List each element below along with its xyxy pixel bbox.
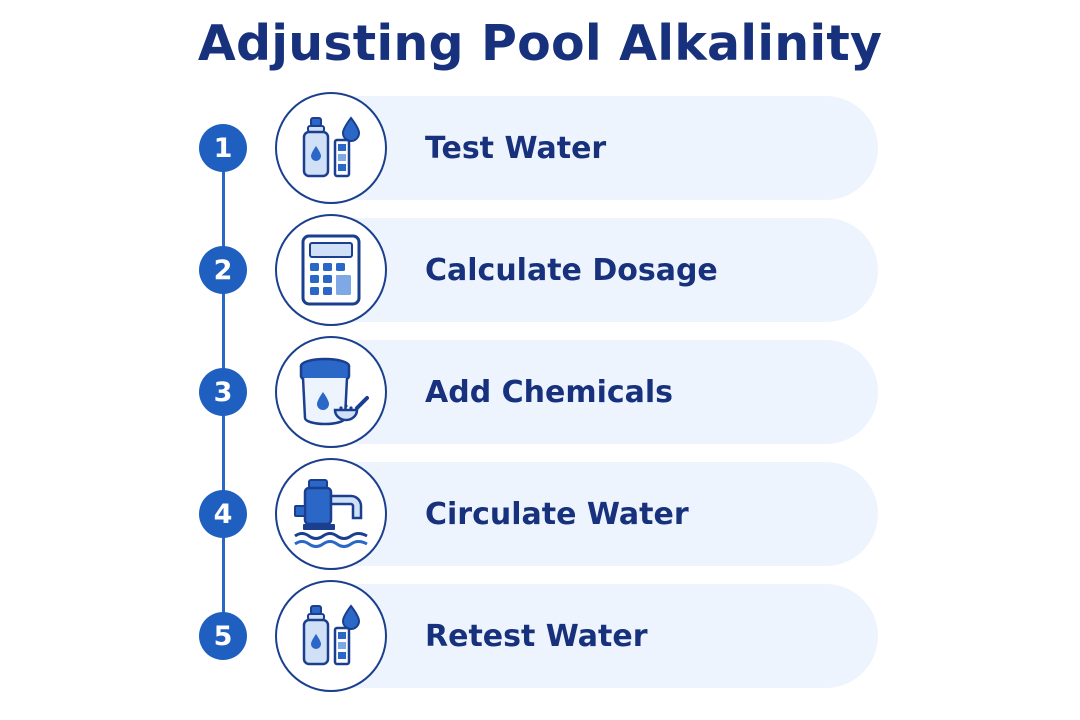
pump-icon — [275, 458, 387, 570]
step-background — [300, 96, 878, 200]
test-kit-icon — [275, 92, 387, 204]
step-background — [300, 584, 878, 688]
step-background — [300, 218, 878, 322]
step-number-badge: 1 — [199, 124, 247, 172]
step-label: Calculate Dosage — [425, 252, 718, 288]
step-number-badge: 5 — [199, 612, 247, 660]
step-number-badge: 3 — [199, 368, 247, 416]
step-4: 4 Circulate Water — [0, 457, 1080, 571]
step-1: 1 Test Water — [0, 91, 1080, 205]
chemical-bucket-icon — [275, 336, 387, 448]
step-label: Circulate Water — [425, 496, 689, 532]
page-title: Adjusting Pool Alkalinity — [197, 15, 883, 72]
test-kit-icon — [275, 580, 387, 692]
step-5: 5 Retest Water — [0, 579, 1080, 693]
calculator-icon — [275, 214, 387, 326]
step-3: 3 Add Chemicals — [0, 335, 1080, 449]
step-label: Retest Water — [425, 618, 648, 654]
step-number-badge: 4 — [199, 490, 247, 538]
step-label: Test Water — [425, 130, 607, 166]
step-background — [300, 340, 878, 444]
step-background — [300, 462, 878, 566]
step-number-badge: 2 — [199, 246, 247, 294]
step-label: Add Chemicals — [425, 374, 674, 410]
step-2: 2 Calculate Dosage — [0, 213, 1080, 327]
